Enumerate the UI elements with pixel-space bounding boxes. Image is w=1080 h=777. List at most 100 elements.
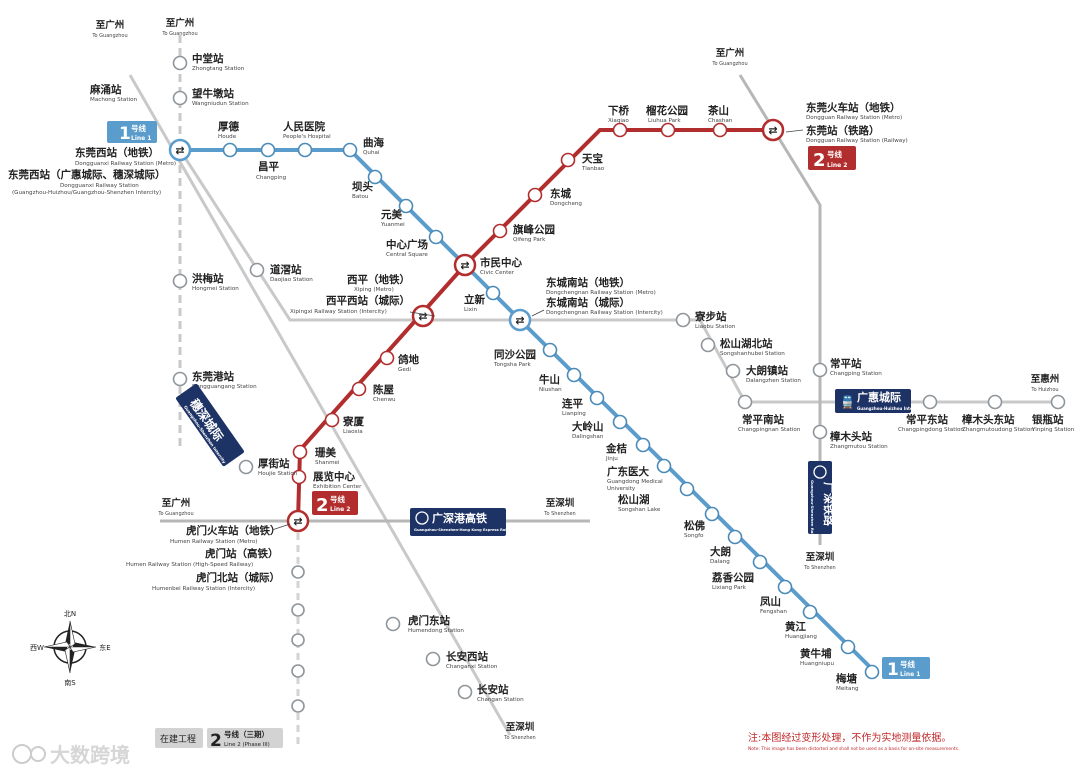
station-humendong[interactable] [385,616,401,632]
station-quhai[interactable] [342,142,358,158]
station-tongsha[interactable] [542,342,558,358]
station-songshanhubei[interactable] [700,337,716,353]
station-dalangzhen[interactable] [725,363,741,379]
label-dongguan-rail: 东莞火车站（地铁） [806,101,901,114]
legend-under-construction [155,728,203,748]
interchange-humen[interactable]: ⇄ [286,509,310,533]
svg-text:Line 1: Line 1 [900,671,920,678]
label-jinju-en: Jinju [605,456,618,462]
station-chenwu[interactable] [351,381,367,397]
label-zhangmutou-en: Zhangmutou Station [830,444,888,450]
label-meitang-en: Meitang [836,686,859,692]
station-houjie[interactable] [238,459,254,475]
label-xiping-2: 西平西站（城际） [326,294,410,307]
station-jinju[interactable] [635,437,651,453]
station-zhangmutou[interactable] [812,424,828,440]
station-tianbao[interactable] [560,152,576,168]
station-changpingdong[interactable] [922,394,938,410]
station-dongguangang[interactable] [172,371,188,387]
station-lixin[interactable] [485,285,501,301]
station-qifeng[interactable] [492,223,508,239]
interchange-dongchengnan[interactable]: ⇄ [508,308,532,332]
label-changanxi-en: Changanxi Station [446,664,498,670]
station-changan[interactable] [457,684,473,700]
station-zhongtang[interactable] [172,55,188,71]
station-huangniupu[interactable] [840,639,856,655]
interchange-dongguan-rail[interactable]: ⇄ [761,118,785,142]
label-liaoxia-en: Liaoxia [343,429,363,435]
svg-text:2: 2 [813,150,826,171]
to-shenzhen-2-cn: 至深圳 [806,551,835,563]
label-dongcheng-en: Dongcheng [550,201,582,207]
station-liuhua[interactable] [660,122,676,138]
label-niushan: 牛山 [539,373,560,386]
label-batou-en: Batou [352,194,369,200]
station-dongcheng[interactable] [527,187,543,203]
station-xiqiao[interactable] [612,122,628,138]
station-lixiang[interactable] [752,554,768,570]
station-exhibition[interactable] [291,469,307,485]
station-central-square[interactable] [428,229,444,245]
station-labels: 中堂站 Zhongtang Station 望牛墩站 Wangniudun St… [8,52,1075,703]
station-zhangmutoudong[interactable] [987,394,1003,410]
label-houjie-en: Houjie Station [258,471,298,477]
watermark-logo-icon [12,744,32,764]
station-chashan[interactable] [712,122,728,138]
label-gdmu-en2: University [607,486,636,492]
label-huangniupu-en: Huangniupu [800,661,834,667]
station-daojiao[interactable] [249,262,265,278]
label-dongchengnan-en2: Dongchengnan Railway Station (Intercity) [546,310,663,316]
station-houde[interactable] [222,142,238,158]
station-liaobu[interactable] [675,312,691,328]
guangshengang-hsr-badge: 广深港高铁 Guangzhou-Shenzhen-Hong Kong Expre… [410,508,518,536]
station-lianping[interactable] [589,390,605,406]
station-songfo[interactable] [704,506,720,522]
svg-text:⇄: ⇄ [418,310,427,323]
interchange-xiping[interactable]: ⇄ [411,304,435,328]
label-dongguan-rail-2: 东莞站（铁路） [806,124,880,137]
station-hongmei[interactable] [172,273,188,289]
station-batou[interactable] [367,169,383,185]
station-yintang[interactable] [1050,394,1066,410]
guanghui-intercity-line [178,149,1060,404]
station-wangniudun[interactable] [172,90,188,106]
station-changanxi[interactable] [425,651,441,667]
to-guangzhou-1-cn: 至广州 [96,19,125,31]
to-guangzhou-3-en: To Guangzhou [711,61,747,67]
disclaimer-note-en: Note: This image has been distorted and … [748,746,959,752]
interchange-civic-center[interactable]: ⇄ [453,253,477,277]
label-dongguanxi-en: Dongguanxi Railway Station (Metro) [75,161,176,167]
to-guangzhou-4-en: To Guangzhou [157,511,193,517]
station-huangjiang[interactable] [802,604,818,620]
station-yuanmei[interactable] [398,198,414,214]
station-liaoxia[interactable] [324,412,340,428]
station-dalingshan[interactable] [612,414,628,430]
label-dongguanxi: 东莞西站（地铁） [75,146,159,159]
station-fengshan[interactable] [777,579,793,595]
label-shanmei: 珊美 [315,446,336,459]
station-shanmei[interactable] [292,444,308,460]
station-changpingnan[interactable] [737,394,753,410]
label-machong-en: Machong Station [90,97,138,103]
label-huangjiang: 黄江 [785,620,806,633]
suiguan-intercity-line [128,74,512,736]
station-renmin[interactable] [297,142,313,158]
interchange-dongguanxi[interactable]: ⇄ [168,138,192,162]
label-liaobu: 寮步站 [694,310,727,323]
station-meitang[interactable] [864,664,880,680]
label-shanmei-en: Shanmei [315,460,340,466]
station-songshanhu[interactable] [679,481,695,497]
station-dalang[interactable] [727,529,743,545]
station-niushan[interactable] [566,367,582,383]
station-humen-dash-5 [291,699,305,713]
station-gedi[interactable] [379,350,395,366]
label-qifeng: 旗峰公园 [513,223,555,236]
station-gdmu[interactable] [656,458,672,474]
station-changping[interactable] [260,142,276,158]
label-lianping: 连平 [562,397,583,410]
line2-stations [291,122,728,485]
to-guangzhou-2-en: To Guangzhou [161,31,197,37]
station-changping-st[interactable] [812,362,828,378]
label-dalangzhen: 大朗镇站 [746,364,788,377]
label-quhai-en: Quhai [363,150,380,156]
